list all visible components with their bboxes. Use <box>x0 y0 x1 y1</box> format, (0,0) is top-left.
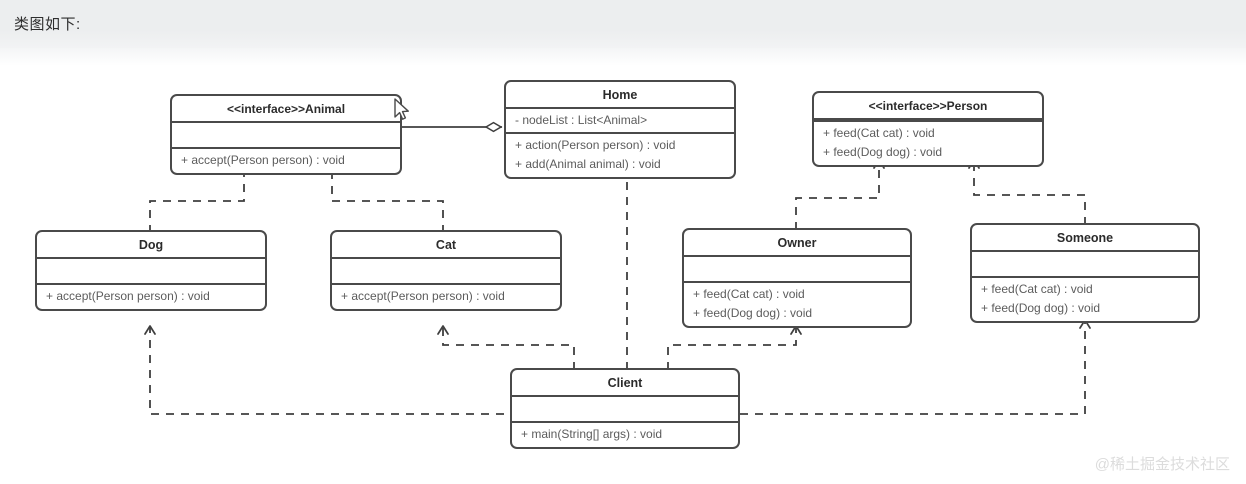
class-box-person[interactable]: <<interface>>Person + feed(Cat cat) : vo… <box>812 91 1044 167</box>
relation-edges: Animal (realization) --> Animal (realiza… <box>144 48 1091 415</box>
class-operations-client: + main(String[] args) : void <box>512 423 738 447</box>
header-fade <box>0 48 1246 66</box>
class-attributes-cat <box>332 259 560 285</box>
class-attributes-animal <box>172 123 400 149</box>
class-attributes-dog <box>37 259 265 285</box>
class-operations-animal: + accept(Person person) : void <box>172 149 400 173</box>
class-box-dog[interactable]: Dog + accept(Person person) : void <box>35 230 267 311</box>
class-box-client[interactable]: Client + main(String[] args) : void <box>510 368 740 449</box>
class-box-cat[interactable]: Cat + accept(Person person) : void <box>330 230 562 311</box>
operation-row: + feed(Dog dog) : void <box>693 306 813 320</box>
operation-row: + feed(Cat cat) : void <box>981 282 1093 296</box>
edge-dog-animal <box>149 159 250 233</box>
class-attributes-client <box>512 397 738 423</box>
class-title-owner: Owner <box>684 230 910 257</box>
class-attributes-someone <box>972 252 1198 278</box>
class-title-person: <<interface>>Person <box>814 93 1042 120</box>
class-operations-someone: + feed(Cat cat) : void + feed(Dog dog) :… <box>972 278 1198 321</box>
edge-client-cat <box>437 325 575 370</box>
class-operations-owner: + feed(Cat cat) : void + feed(Dog dog) :… <box>684 283 910 326</box>
class-title-client: Client <box>512 370 738 397</box>
class-box-animal[interactable]: <<interface>>Animal + accept(Person pers… <box>170 94 402 175</box>
diagram-canvas: Animal (realization) --> Animal (realiza… <box>0 48 1246 484</box>
operation-row: + action(Person person) : void <box>515 138 676 152</box>
class-box-owner[interactable]: Owner + feed(Cat cat) : void + feed(Dog … <box>682 228 912 328</box>
operation-row: + main(String[] args) : void <box>521 427 663 441</box>
class-title-cat: Cat <box>332 232 560 259</box>
class-box-home[interactable]: Home - nodeList : List<Animal> + action(… <box>504 80 736 179</box>
operation-row: + feed(Dog dog) : void <box>823 145 943 159</box>
operation-row: + accept(Person person) : void <box>46 289 210 303</box>
operation-row: + accept(Person person) : void <box>181 153 345 167</box>
class-box-someone[interactable]: Someone + feed(Cat cat) : void + feed(Do… <box>970 223 1200 323</box>
class-attributes-owner <box>684 257 910 283</box>
edge-cat-animal <box>326 159 444 233</box>
edge-owner-person <box>795 159 885 230</box>
class-title-someone: Someone <box>972 225 1198 252</box>
operation-row: + feed(Dog dog) : void <box>981 301 1101 315</box>
class-operations-home: + action(Person person) : void + add(Ani… <box>506 134 734 177</box>
edge-client-owner <box>667 325 802 370</box>
class-title-dog: Dog <box>37 232 265 259</box>
operation-row: + feed(Cat cat) : void <box>693 287 805 301</box>
class-title-home: Home <box>506 82 734 109</box>
edge-client-someone <box>740 319 1091 415</box>
class-operations-person: + feed(Cat cat) : void + feed(Dog dog) :… <box>814 120 1042 165</box>
page-title: 类图如下: <box>14 16 81 33</box>
operation-row: + feed(Cat cat) : void <box>823 126 935 140</box>
edge-someone-person <box>968 159 1086 225</box>
header-band <box>0 0 1246 48</box>
operation-row: + accept(Person person) : void <box>341 289 505 303</box>
class-title-animal: <<interface>>Animal <box>172 96 400 123</box>
class-attributes-home: - nodeList : List<Animal> <box>506 109 734 134</box>
edge-client-dog <box>144 325 534 415</box>
attribute-row: - nodeList : List<Animal> <box>515 113 648 127</box>
class-operations-dog: + accept(Person person) : void <box>37 285 265 309</box>
watermark: @稀土掘金技术社区 <box>1094 456 1230 473</box>
class-operations-cat: + accept(Person person) : void <box>332 285 560 309</box>
operation-row: + add(Animal animal) : void <box>515 157 661 171</box>
